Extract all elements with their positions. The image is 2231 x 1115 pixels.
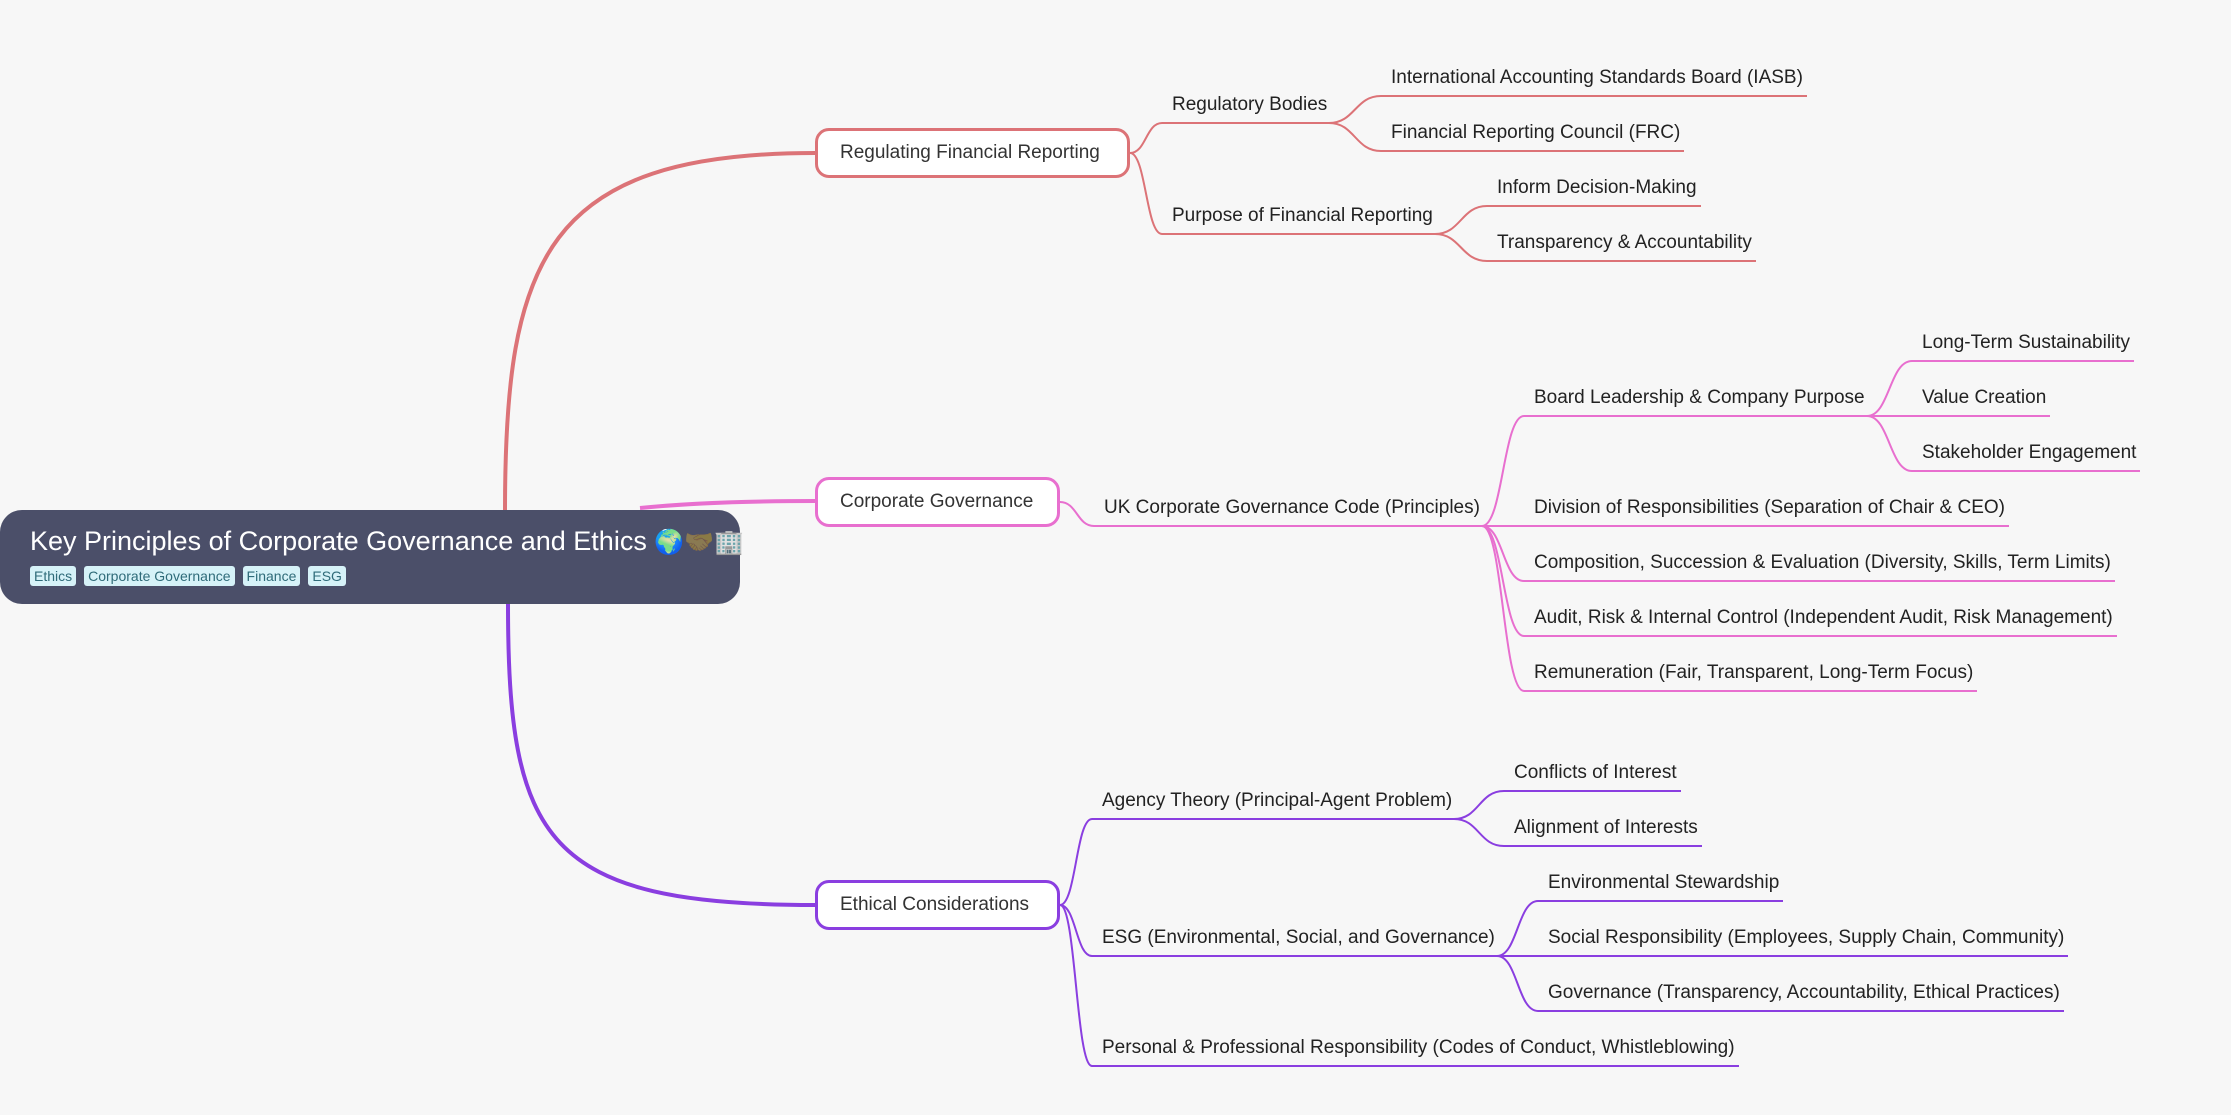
connector-n001 [1328, 122, 1382, 152]
node-personal-professional-responsibility[interactable]: Personal & Professional Responsibility (… [1102, 1037, 1735, 1058]
node-conflicts-of-interest[interactable]: Conflicts of Interest [1514, 762, 1677, 783]
node-board-leadership[interactable]: Board Leadership & Company Purpose [1534, 387, 1865, 408]
connector-n200 [1453, 790, 1505, 820]
branch-regulating-financial-reporting[interactable]: Regulating Financial Reporting [815, 128, 1130, 178]
connector-n210 [1496, 900, 1539, 957]
root-title-row: Key Principles of Corporate Governance a… [30, 524, 744, 560]
connector-n201 [1453, 818, 1505, 847]
node-uk-corporate-governance-code[interactable]: UK Corporate Governance Code (Principles… [1104, 497, 1480, 518]
node-division-of-responsibilities[interactable]: Division of Responsibilities (Separation… [1534, 497, 2005, 518]
node-alignment-of-interests[interactable]: Alignment of Interests [1514, 817, 1698, 838]
handshake-icon: 🤝 [684, 529, 715, 556]
connector-n00 [1129, 122, 1163, 154]
tag[interactable]: Ethics [30, 566, 77, 586]
node-purpose-of-financial-reporting[interactable]: Purpose of Financial Reporting [1172, 205, 1433, 226]
connector-n103 [1481, 525, 1525, 637]
node-social-responsibility[interactable]: Social Responsibility (Employees, Supply… [1548, 927, 2065, 948]
connector-n01 [1129, 152, 1163, 235]
node-governance-transparency[interactable]: Governance (Transparency, Accountability… [1548, 982, 2060, 1003]
root-link-0 [503, 151, 816, 511]
connector-n10 [1059, 501, 1095, 527]
node-iasb[interactable]: International Accounting Standards Board… [1391, 67, 1803, 88]
connector-n010 [1434, 205, 1488, 235]
building-icon: 🏢 [714, 529, 745, 556]
node-transparency-accountability[interactable]: Transparency & Accountability [1497, 232, 1752, 253]
node-regulatory-bodies[interactable]: Regulatory Bodies [1172, 94, 1328, 115]
node-esg[interactable]: ESG (Environmental, Social, and Governan… [1102, 927, 1495, 948]
node-environmental-stewardship[interactable]: Environmental Stewardship [1548, 872, 1780, 893]
branch-ethical-considerations[interactable]: Ethical Considerations [815, 880, 1060, 930]
node-inform-decision-making[interactable]: Inform Decision-Making [1497, 177, 1697, 198]
node-frc[interactable]: Financial Reporting Council (FRC) [1391, 122, 1681, 143]
connector-n21 [1059, 904, 1093, 957]
globe-icon: 🌍 [654, 529, 685, 556]
connector-n1002 [1866, 415, 1913, 472]
connector-n22 [1059, 904, 1093, 1067]
connector-n100 [1481, 415, 1525, 527]
node-audit-risk-internal-control[interactable]: Audit, Risk & Internal Control (Independ… [1534, 607, 2113, 628]
node-value-creation[interactable]: Value Creation [1922, 387, 2047, 408]
connector-n104 [1481, 525, 1525, 692]
tag[interactable]: Finance [242, 566, 301, 586]
tag[interactable]: ESG [308, 566, 346, 586]
tag-list: Ethics Corporate Governance Finance ESG [30, 566, 710, 586]
root-link-2 [506, 603, 816, 907]
node-stakeholder-engagement[interactable]: Stakeholder Engagement [1922, 442, 2137, 463]
connector-n20 [1059, 818, 1093, 906]
node-long-term-sustainability[interactable]: Long-Term Sustainability [1922, 332, 2131, 353]
root-link-1 [639, 499, 816, 510]
root-node[interactable]: Key Principles of Corporate Governance a… [0, 510, 744, 604]
connector-n000 [1328, 95, 1382, 124]
root-title: Key Principles of Corporate Governance a… [30, 526, 647, 556]
connector-n1000 [1866, 360, 1913, 417]
node-remuneration[interactable]: Remuneration (Fair, Transparent, Long-Te… [1534, 662, 1974, 683]
node-agency-theory[interactable]: Agency Theory (Principal-Agent Problem) [1102, 790, 1453, 811]
tag[interactable]: Corporate Governance [84, 566, 235, 586]
branch-corporate-governance[interactable]: Corporate Governance [815, 477, 1060, 527]
node-composition-succession-evaluation[interactable]: Composition, Succession & Evaluation (Di… [1534, 552, 2111, 573]
connector-n212 [1496, 955, 1539, 1012]
connector-n011 [1434, 233, 1488, 262]
connector-n102 [1481, 525, 1525, 582]
